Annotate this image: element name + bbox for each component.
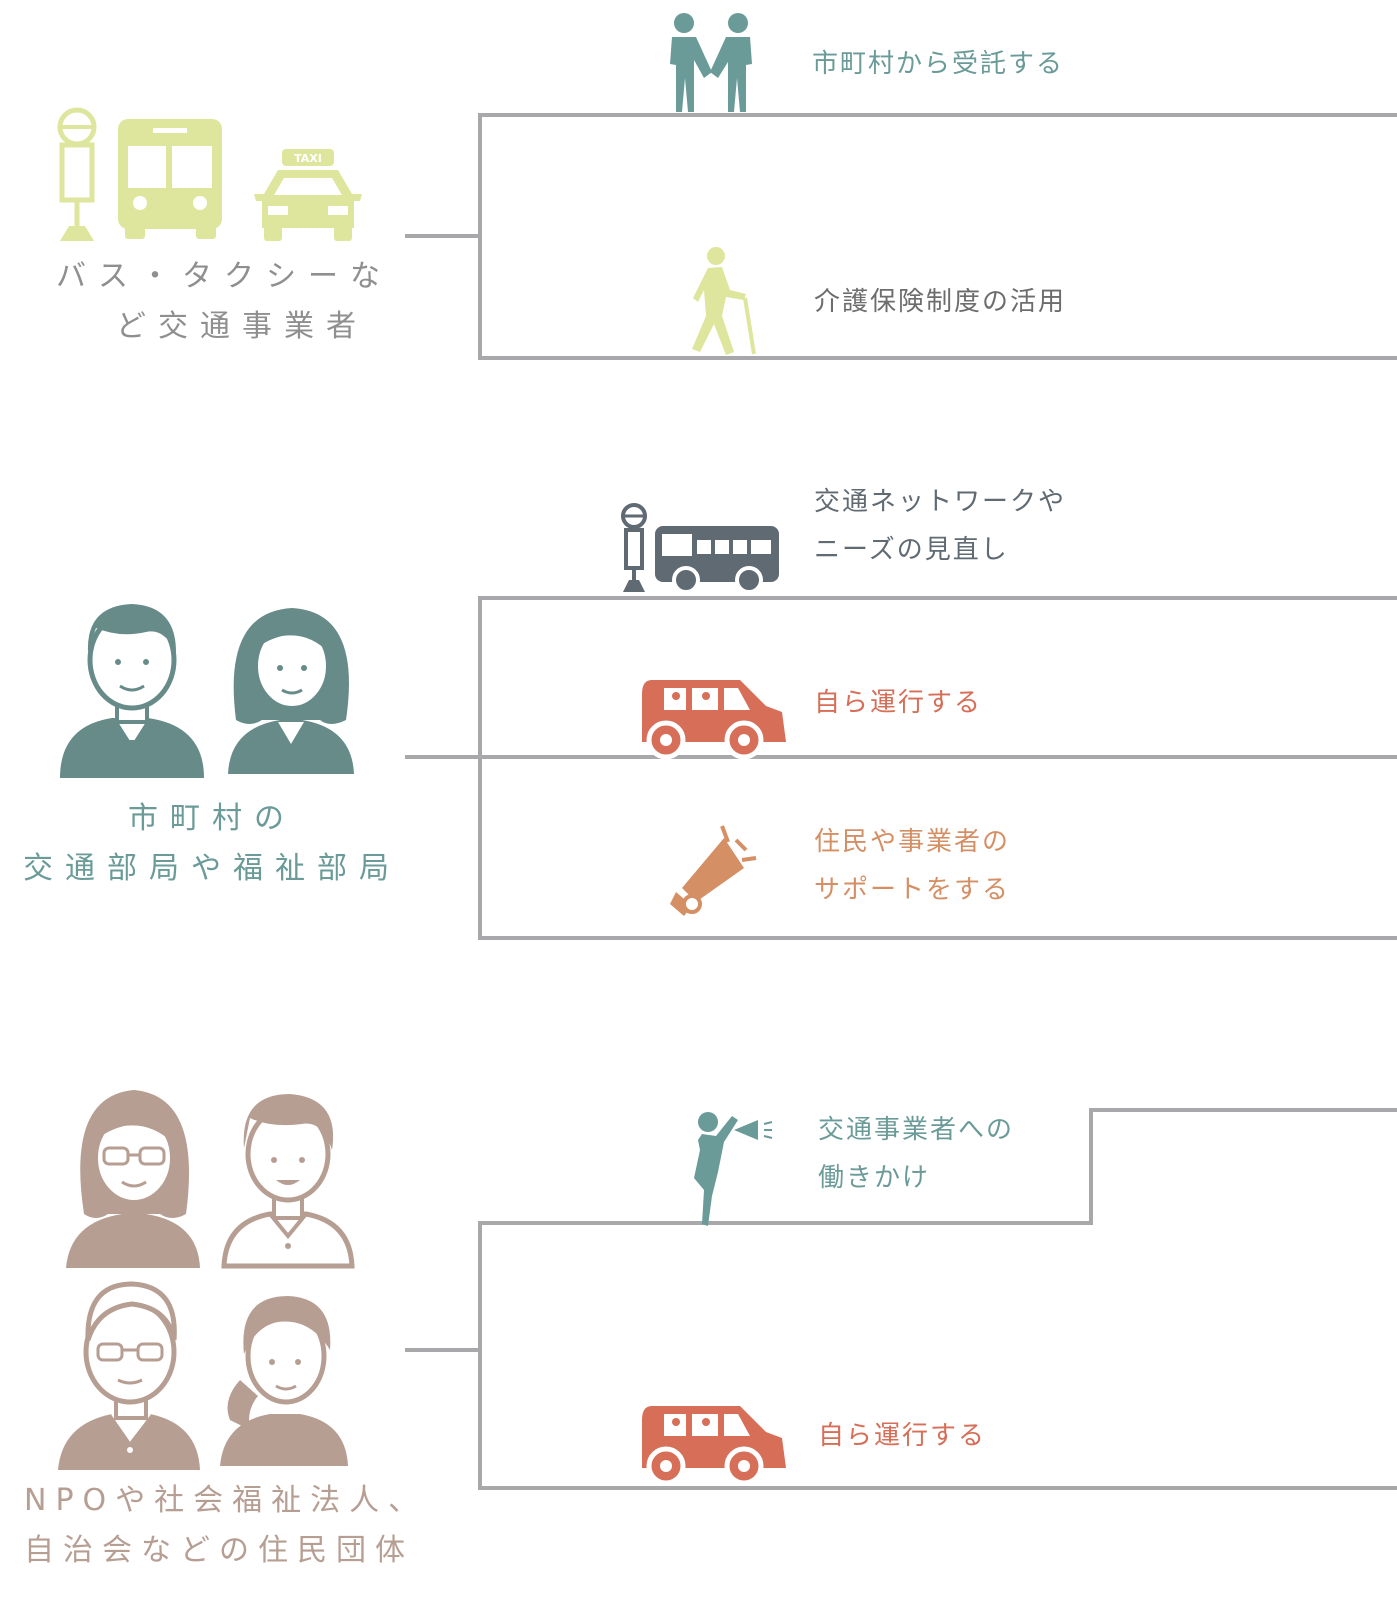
role-label-line1: 交通事業者への	[818, 1115, 1015, 1145]
actor-label-transit-operators: バス・タクシーな ど交通事業者	[56, 252, 392, 352]
bus-front-icon	[118, 119, 222, 239]
man-avatar-icon	[60, 604, 204, 778]
actor-label-line1: 市町村の	[128, 801, 296, 836]
bus-stop-sign-icon	[57, 107, 97, 241]
group1-bracket	[478, 113, 1397, 360]
young-man-avatar-icon	[221, 1094, 355, 1269]
role-label-network-review: 交通ネットワークや ニーズの見直し	[814, 478, 1066, 574]
municipal-staff-icon	[60, 604, 354, 778]
bus-stop-icon	[621, 503, 779, 594]
group2-connectors	[405, 596, 1397, 940]
svg-text:TAXI: TAXI	[294, 152, 322, 165]
actor-label-line1: バス・タクシーな	[56, 259, 392, 294]
actor-label-line1: NPOや社会福祉法人、	[24, 1483, 428, 1518]
role-label-line2: 働きかけ	[818, 1163, 931, 1193]
person-megaphone-icon	[694, 1112, 773, 1226]
role-label-line2: サポートをする	[814, 875, 1011, 905]
van-icon	[642, 1406, 786, 1486]
resident-group-icon	[58, 1090, 355, 1470]
taxi-icon: TAXI	[254, 149, 362, 241]
woman-glasses-avatar-icon	[66, 1090, 200, 1268]
transit-operator-icons: TAXI	[57, 107, 362, 241]
ponytail-woman-avatar-icon	[220, 1296, 348, 1466]
actor-label-residents: NPOや社会福祉法人、 自治会などの住民団体	[24, 1476, 427, 1576]
group3-connectors	[405, 1108, 1397, 1490]
group1-connectors	[405, 113, 1397, 360]
role-label-care-insurance: 介護保険制度の活用	[814, 287, 1067, 317]
van-icon	[642, 680, 786, 760]
role-label-support: 住民や事業者の サポートをする	[814, 818, 1010, 914]
role-label-self-operate: 自ら運行する	[818, 1421, 987, 1451]
group3-bracket	[478, 1108, 1397, 1490]
handshake-icon	[670, 13, 752, 112]
woman-avatar-icon	[228, 608, 354, 774]
actor-label-line2: 交通部局や福祉部局	[23, 851, 401, 886]
actor-label-municipality: 市町村の 交通部局や福祉部局	[22, 794, 402, 894]
role-label-contracted: 市町村から受託する	[812, 49, 1065, 79]
role-label-line2: ニーズの見直し	[814, 535, 1009, 565]
role-label-advocacy: 交通事業者への 働きかけ	[818, 1106, 1014, 1202]
role-label-self-operate: 自ら運行する	[814, 688, 983, 718]
role-label-line1: 住民や事業者の	[814, 827, 1011, 857]
actor-label-line2: ど交通事業者	[116, 309, 368, 344]
actor-label-line2: 自治会などの住民団体	[24, 1533, 414, 1568]
elderly-man-avatar-icon	[58, 1281, 200, 1470]
group2-bracket	[478, 596, 1397, 940]
role-label-line1: 交通ネットワークや	[814, 487, 1067, 517]
megaphone-icon	[670, 825, 757, 916]
elderly-cane-icon	[692, 247, 756, 355]
